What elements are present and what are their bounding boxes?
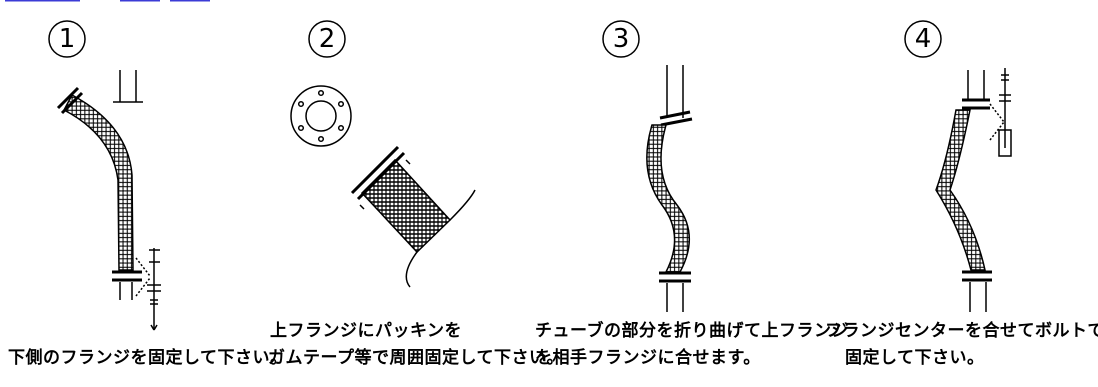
step-number-1: 1: [58, 24, 76, 54]
step-number-4-circle: [904, 20, 942, 58]
step-number-4: 4: [914, 24, 932, 54]
step-3-caption-line-1: チューブの部分を折り曲げて上フランジ: [535, 321, 849, 341]
step-4-caption: フランジセンターを合せてボルトで 固定して下さい。: [825, 320, 1098, 369]
step-1-caption: 下側のフランジを固定して下さい。: [8, 347, 288, 369]
step-3-caption-line-2: を相手フランジに合せます。: [535, 348, 761, 368]
step-2-drawing: [290, 85, 476, 288]
step-3-caption: チューブの部分を折り曲げて上フランジ を相手フランジに合せます。: [535, 320, 849, 369]
step-number-1-circle: [48, 20, 86, 58]
step-number-2: 2: [318, 24, 336, 54]
step-3-drawing: [646, 65, 693, 312]
step-4-caption-line-2: 固定して下さい。: [845, 348, 985, 368]
step-4-caption-line-1: フランジセンターを合せてボルトで: [825, 321, 1098, 341]
step-2-caption-line-1: 上フランジにパッキンを: [270, 321, 462, 341]
step-number-3-circle: [602, 20, 640, 58]
step-4-drawing: [935, 68, 1012, 312]
step-1-caption-line-1: 下側のフランジを固定して下さい。: [8, 348, 288, 368]
step-2-caption-line-2: ガムテープ等で周囲固定して下さい。: [268, 348, 564, 368]
step-1-drawing: [56, 70, 161, 331]
step-number-3: 3: [612, 24, 630, 54]
step-2-caption: 上フランジにパッキンを ガムテープ等で周囲固定して下さい。: [268, 320, 564, 369]
step-number-2-circle: [308, 20, 346, 58]
